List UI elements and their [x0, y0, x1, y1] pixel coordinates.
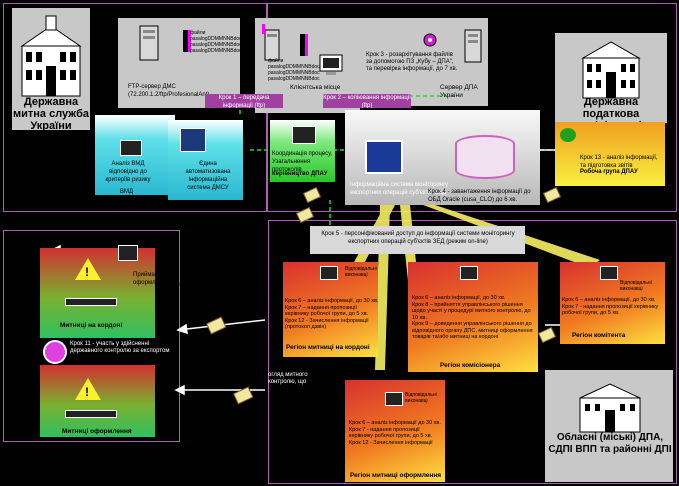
border-region-steps: Крок 6 – аналіз інформації, до 30 хв. Кр… [285, 298, 379, 330]
tax-building-icon [581, 41, 641, 99]
file-icons [183, 24, 308, 56]
export-region-steps: Крок 6 – аналіз інформації до 30 хв. Кро… [349, 420, 441, 446]
ftp-panel [118, 18, 240, 108]
database-icon [455, 135, 515, 179]
step11-label: Крок 11 - участь у здійсненні державного… [70, 341, 170, 354]
client-server-icon [264, 29, 280, 61]
step1-bar: Крок 1 – передача інформації (ftp) [205, 94, 283, 108]
step2-bar: Крок 2 – копіювання інформації (ftp) [323, 94, 411, 108]
ftp-server-icon [139, 25, 159, 61]
regional-building-icon [579, 383, 641, 433]
step4-label: Крок 4 - завантаження інформації до ОБД … [428, 189, 531, 203]
dpau-leader-label: Керівництво ДПАУ [272, 171, 328, 177]
step5-label: Крок 5 - персоніфікований доступ до інфо… [321, 231, 515, 245]
ftp-server-label: FTP-сервер ДМС (72.200.1.2/ftp/Profesion… [128, 84, 210, 98]
export-customs-box [40, 365, 155, 437]
vmd-analysis-label: Аналіз ВМД відповідно до критеріїв ризик… [105, 161, 151, 183]
customs-title: Державна митна служба України [12, 96, 90, 132]
exporter-pc-icon [460, 266, 478, 280]
monitoring-system-label: Інформаційна система моніторингу експорт… [350, 182, 449, 196]
committent-region-steps: Крок 6 – аналіз інформації, до 30 хв. Кр… [562, 297, 659, 316]
regional-title: Обласні (міські) ДПА, СДПІ ВПП та районн… [548, 432, 672, 455]
border-responsible-label: Відповідальні виконавці [345, 266, 377, 278]
warning-icon-1 [75, 258, 101, 280]
border-region-footer: Регіон митниці на кордоні [286, 344, 370, 351]
files-text-1: файли pasalogDDMMNNBdoc pasalogDDMMNNBdo… [190, 30, 242, 54]
committent-responsible-label: Відповідальні виконавці [620, 280, 652, 292]
border-customs-label: Митниці на кордоні [60, 322, 123, 329]
step13-label: Крок 13 - аналіз інформації, та підготов… [580, 155, 658, 169]
warning-icon-2 [75, 378, 101, 400]
dpa-server-icon [464, 29, 482, 63]
step5-box [310, 226, 525, 254]
customs-pc-icon [118, 245, 138, 261]
border-region-pc-icon [320, 266, 338, 280]
export-responsible-label: Відповідальні виконавці [405, 392, 437, 404]
exporter-region-box [408, 262, 538, 372]
committent-region-footer: Регіон комітента [572, 332, 626, 339]
warning-mark-1: ! [85, 265, 89, 279]
working-group-icon [560, 128, 576, 142]
monitoring-screen-icon [365, 140, 403, 174]
step3-label: Крок 3 - розархітування файлів за допомо… [366, 52, 458, 72]
vmd-monitor-icon [120, 140, 142, 156]
step11-clock-icon [43, 340, 67, 364]
export-customs-label: Митниці оформлення [62, 428, 132, 435]
gear-icon [423, 33, 437, 47]
unified-system-label: Єдина автоматизована інформаційна систем… [185, 161, 231, 191]
working-group-label: Робоча група ДПАУ [580, 169, 638, 175]
files-text-2: файли pasalogDDMMNNBdoc pasalogDDMMNNBdo… [268, 58, 320, 82]
export-region-pc-icon [385, 392, 403, 406]
vmd-label: ВМД [120, 189, 134, 195]
barrier-icon-1 [65, 298, 117, 306]
side-text: огляд митного контролю, що [268, 372, 308, 385]
coordination-label: Координація процесу, Узагальнення проток… [272, 151, 333, 173]
client-area-label: Клієнтська місце [290, 84, 341, 91]
customs-reg-label: Приймання та оформлення ВМД [133, 272, 184, 286]
committent-pc-icon [600, 266, 618, 280]
export-region-footer: Регіон митниці оформлення [350, 472, 442, 479]
exporter-region-steps: Крок 6 – аналіз інформації, до 30 хв. Кр… [412, 295, 533, 340]
client-monitor-icon [319, 54, 343, 75]
warning-mark-2: ! [85, 385, 89, 399]
lower-left-frame [3, 230, 180, 442]
barrier-icon-2 [65, 410, 117, 418]
coordination-monitor-icon [292, 126, 316, 144]
unified-monitor-icon [180, 128, 206, 152]
dpa-server-label: Сервер ДПА України [440, 84, 478, 99]
exporter-region-footer: Регіон комісіонера [440, 362, 501, 369]
customs-building-icon [20, 15, 82, 97]
